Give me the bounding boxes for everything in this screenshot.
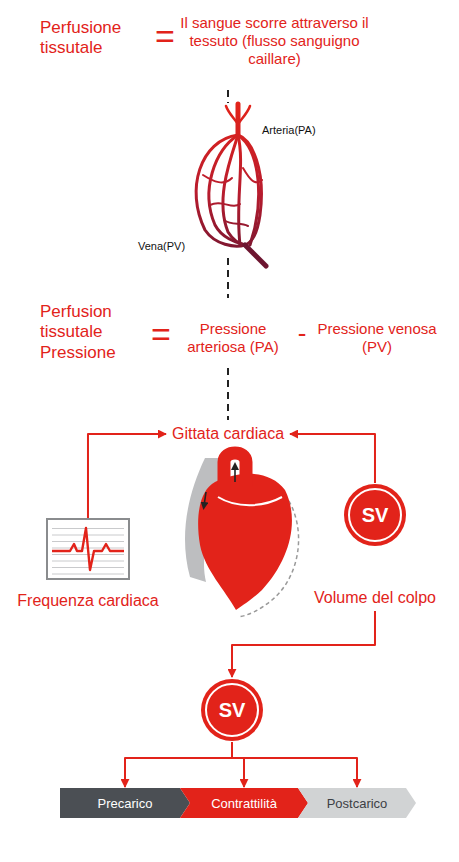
monitor-screen [46,518,130,580]
flow-arrow [232,742,357,787]
label-text: Pressione venosa (PV) [317,320,436,355]
factor-band: Contrattilità [180,788,308,818]
node-text: SV [219,699,246,722]
diagram-label: Vena(PV) [138,240,198,253]
diagram-label: Perfusion tissutale Pressione [40,302,148,363]
factor-band: Postcarico [298,788,416,818]
band-shape: Postcarico [298,788,416,818]
label-text: Il sangue scorre attraverso il tessuto (… [180,14,368,67]
dashed-guide [227,90,229,420]
node-text: Frequenza cardiaca [17,592,158,610]
stroke-volume-circle: SV Volume del colpo [311,483,439,607]
flow-arrow [232,742,244,787]
node-text: Gittata cardiaca [172,425,284,443]
label-text: - [298,318,307,348]
node-text: Postcarico [327,796,388,811]
label-text: Perfusione tissutale [40,18,121,57]
diagram-label: - [294,318,310,349]
sv-disc: SV [200,678,264,742]
label-text: Perfusion tissutale Pressione [40,302,116,362]
node-text: SV [362,504,389,527]
diagram-label: Pressione arteriosa (PA) [174,320,292,356]
diagram-label: Pressione venosa (PV) [312,320,442,356]
flow-arrow [125,742,232,787]
flow-arrow [232,611,375,677]
band-shape: Precarico [60,788,190,818]
label-text: = [155,17,175,55]
flow-arrow [290,434,375,483]
sv-disc: SV [343,483,407,547]
flow-arrow [88,434,166,518]
heart-illustration [185,453,299,617]
diagram-label: Il sangue scorre attraverso il tessuto (… [172,14,377,68]
label-text: Vena(PV) [138,240,185,252]
diagram-label: = [152,16,178,57]
node-text: Contrattilità [211,796,277,811]
label-text: Pressione arteriosa (PA) [187,320,278,355]
factor-band: Precarico [60,788,190,818]
node-text: Volume del colpo [314,589,436,607]
diagram-label: Arteria(PA) [262,124,342,137]
capillary-bed [196,104,266,266]
monitor-icon [46,518,130,580]
band-shape: Contrattilità [180,788,308,818]
stroke-volume-circle: SV [200,678,264,742]
label-text: = [151,315,171,353]
diagram-label: Perfusione tissutale [40,18,152,59]
heart-rate-icon: Frequenza cardiaca [14,518,161,610]
label-text: Arteria(PA) [262,124,316,136]
diagram-label: = [148,314,174,355]
output-heading: Gittata cardiaca [168,425,288,443]
node-text: Precarico [98,796,153,811]
